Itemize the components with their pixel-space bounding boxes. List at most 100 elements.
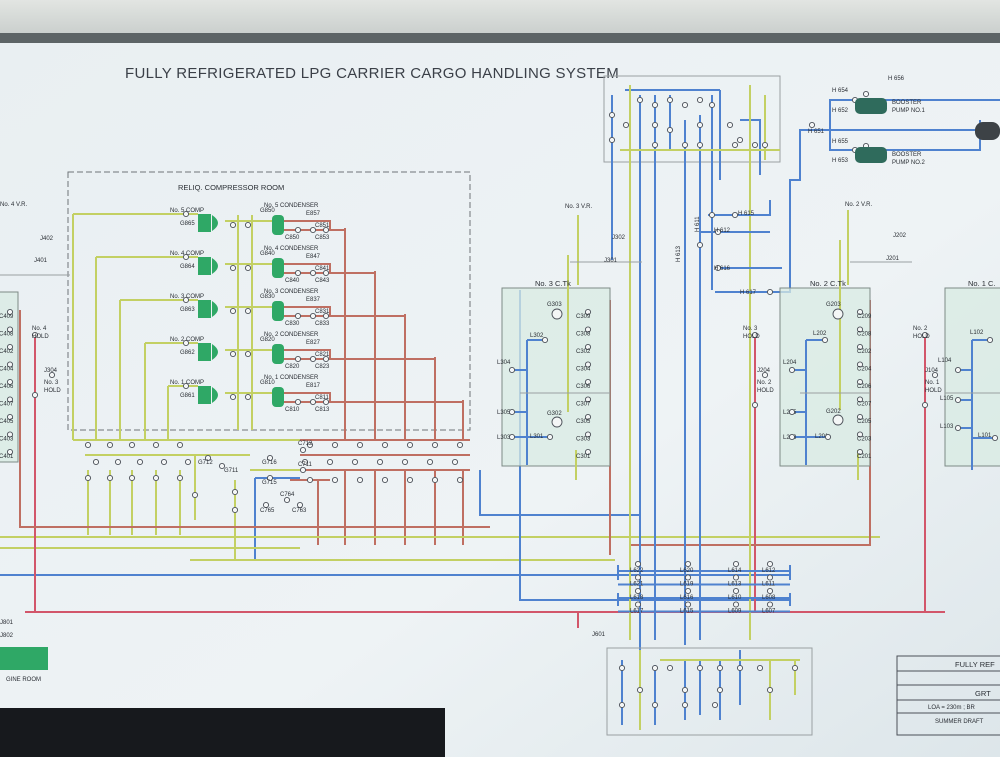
valve-label: E847 [306,254,321,260]
valve-label-j204: J204 [757,368,771,374]
valve-icon [766,288,774,296]
valve-icon [761,141,769,149]
valve-icon [732,574,740,581]
valve-label: C833 [315,321,330,327]
valve-label: C307 [576,402,591,408]
valve-label: C207 [857,402,872,408]
valve-icon [229,307,237,315]
valve-icon [309,355,317,363]
valve-icon [708,101,716,109]
valve-icon [736,664,744,672]
valve-label: G861 [180,393,195,399]
valve-icon [766,574,774,581]
hold-label: HOLD [32,334,49,340]
valve-icon [294,398,302,406]
hold-label: No. 2 [757,380,772,386]
valve-icon [731,211,739,219]
valve-icon [541,336,549,344]
tank-valve-labels: C409C408C402C404C406C407C405C403C401C309… [0,308,999,460]
valve-label-h654: H 654 [832,88,849,94]
info-table-row: GRT [975,689,991,698]
valve-label: L612 [762,568,776,574]
valve-icon [684,574,692,581]
no3-vapour-return-label: No. 3 V.R. [565,204,592,210]
valve-icon [176,441,184,449]
valve-label-g712: G712 [198,460,213,466]
valve-icon [322,312,330,320]
valve-icon [182,296,190,304]
valve-icon [229,264,237,272]
valve-label: L611 [762,582,776,588]
valve-label-c711: C711 [298,462,313,468]
valve-icon [356,441,364,449]
valve-icon [262,501,270,509]
valve-label: C404 [0,367,14,373]
valve-icon [244,393,252,401]
valve-icon [299,446,307,454]
condenser-icon [272,258,284,278]
valve-icon [6,396,14,403]
valve-label: L621 [630,582,644,588]
valve-label: L608 [762,595,776,601]
valve-icon [456,476,464,484]
valve-label: L613 [728,582,742,588]
valve-icon [788,366,796,374]
valve-label-h615: H 615 [738,211,755,217]
valve-icon [608,136,616,144]
valve-icon [182,253,190,261]
valve-icon [766,601,774,608]
valve-icon [406,441,414,449]
booster-pump-2-icon [855,147,887,163]
wall [0,0,1000,36]
valve-icon [681,101,689,109]
valve-icon [184,458,192,466]
valve-label: L610 [728,595,742,601]
valve-icon [229,350,237,358]
valve-label-j402: J402 [40,236,54,242]
valve-icon [6,343,14,351]
valve-label-h653: H 653 [832,158,849,164]
compressor-label: No. 1 COMP [170,380,204,386]
valve-label: L202 [813,331,827,337]
hold-label: HOLD [44,388,61,394]
valve-label-h613: H 613 [676,245,682,262]
valve-icon [182,339,190,347]
valve-icon [726,121,734,129]
valve-icon [152,474,160,482]
valve-label: C407 [0,402,14,408]
valve-icon [231,506,239,514]
valve-label: C830 [285,321,300,327]
valve-icon [756,664,764,672]
valve-icon [406,476,414,484]
diagram-title: FULLY REFRIGERATED LPG CARRIER CARGO HAN… [125,65,619,82]
valve-icon [666,664,674,672]
valve-label: C301 [576,454,591,460]
valve-label-g303: G303 [547,302,562,308]
valve-icon [584,308,592,316]
shore-connection-icon [975,122,1000,140]
valve-label-h612: H 612 [714,228,731,234]
valve-label-h655: H 655 [832,139,849,145]
valve-icon [732,560,740,568]
valve-icon [954,424,962,432]
valve-label: C306 [576,384,591,390]
valve-icon [160,458,168,466]
valve-label: E827 [306,340,321,346]
valve-icon [751,401,759,409]
valve-label-j104: J104 [925,368,939,374]
condenser-icon [272,387,284,407]
valve-label: G862 [180,350,195,356]
valve-icon [456,441,464,449]
valve-icon [761,371,769,379]
valve-icon [708,211,716,219]
valve-label: C851 [315,223,330,229]
info-table-row: FULLY REF [955,660,995,669]
booster-pump-1-icon [855,98,887,114]
valve-icon [309,269,317,277]
valve-icon [451,458,459,466]
valve-icon [716,664,724,672]
valve-icon [584,378,592,386]
valve-icon [326,458,334,466]
valve-label: L104 [938,358,952,364]
